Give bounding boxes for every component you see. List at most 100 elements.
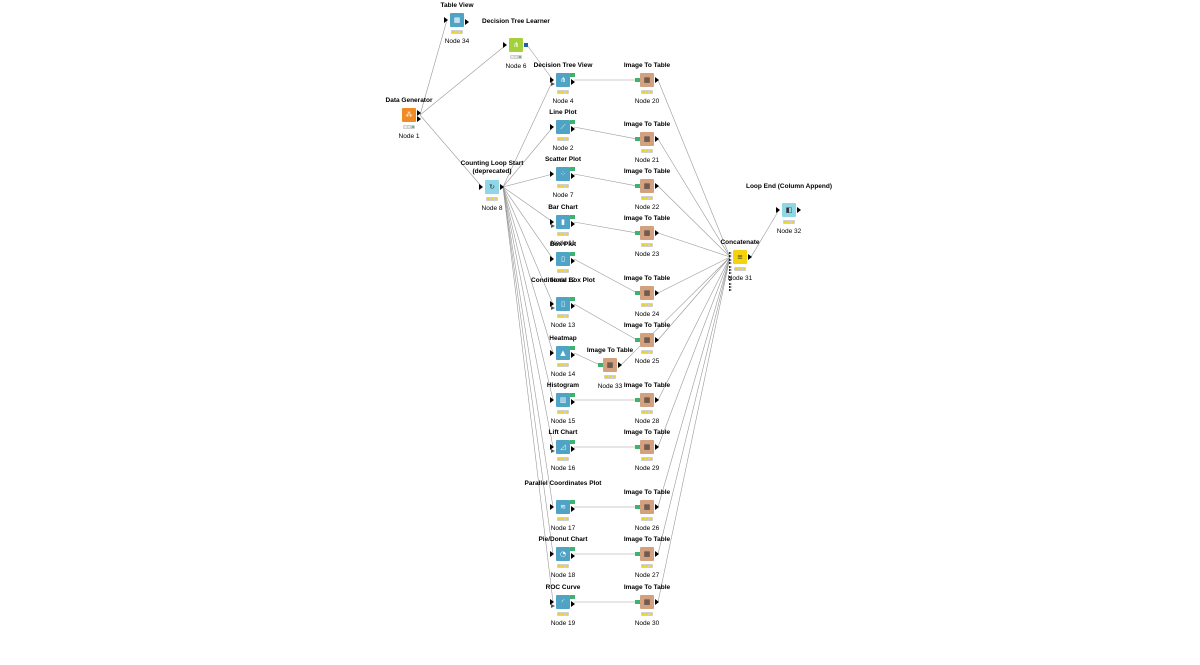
image-output-port[interactable]	[570, 167, 575, 171]
loop-end-node-icon[interactable]: ◧	[782, 203, 796, 217]
table-input-port[interactable]	[776, 207, 780, 213]
table-input-port[interactable]	[479, 184, 483, 190]
table-input-port[interactable]	[550, 350, 554, 356]
workflow-canvas[interactable]	[0, 0, 1200, 630]
image-to-table-node-icon[interactable]: ▦	[640, 595, 654, 609]
connection-n8-n18[interactable]	[502, 186, 554, 555]
image-to-table-node-icon[interactable]: ▦	[640, 226, 654, 240]
table-output-port[interactable]	[655, 77, 659, 83]
image-output-port[interactable]	[570, 547, 575, 551]
connection-n8-n2[interactable]	[502, 126, 554, 188]
workflow-node[interactable]: Parallel Coordinates Plot≋Node 17	[518, 480, 608, 570]
concatenate-input-port[interactable]	[729, 272, 732, 275]
image-input-port[interactable]	[635, 600, 640, 604]
table-output-port[interactable]	[655, 397, 659, 403]
image-input-port[interactable]	[635, 78, 640, 82]
table-output-port[interactable]	[571, 126, 575, 132]
workflow-node[interactable]: Image To Table▦Node 27	[602, 536, 692, 617]
bar-chart-node-icon[interactable]: ▮	[556, 215, 570, 229]
table-input-port[interactable]	[550, 551, 554, 557]
connection-n26-n31[interactable]	[657, 256, 731, 508]
image-output-port[interactable]	[570, 440, 575, 444]
table-output-port[interactable]	[655, 290, 659, 296]
decision-tree-learner-node-icon[interactable]: ⋔	[509, 38, 523, 52]
table-input-port[interactable]	[550, 256, 554, 262]
connection-n27-n31[interactable]	[657, 256, 731, 555]
connection-n29-n31[interactable]	[657, 256, 731, 448]
data-generator-node-icon[interactable]: ⁂	[402, 108, 416, 122]
table-output-port[interactable]	[571, 303, 575, 309]
workflow-node[interactable]: Image To Table▦Node 29	[602, 429, 692, 510]
connection-n1-n34[interactable]	[419, 19, 448, 116]
heatmap-node-icon[interactable]: ▲	[556, 346, 570, 360]
table-output-port[interactable]	[571, 173, 575, 179]
image-to-table-node-icon[interactable]: ▦	[640, 393, 654, 407]
workflow-node[interactable]: Histogram▥Node 15	[518, 382, 608, 463]
table-output-port[interactable]	[655, 599, 659, 605]
table-output-port[interactable]	[655, 504, 659, 510]
connection-n13-n25[interactable]	[573, 303, 638, 341]
connection-n8-n7[interactable]	[502, 173, 554, 188]
table-output-port[interactable]	[655, 337, 659, 343]
connection-n28-n31[interactable]	[657, 256, 731, 401]
table-input-port[interactable]	[550, 219, 554, 225]
connection-n20-n31[interactable]	[657, 79, 731, 258]
connection-n8-n11[interactable]	[502, 186, 554, 223]
workflow-node[interactable]: Counting Loop Start (deprecated)↻Node 8	[447, 160, 537, 250]
table-input-port[interactable]	[550, 171, 554, 177]
table-input-port[interactable]	[503, 42, 507, 48]
concatenate-input-port[interactable]	[729, 255, 732, 258]
connection-n25-n31[interactable]	[657, 256, 731, 341]
table-output-port[interactable]	[571, 446, 575, 452]
workflow-node[interactable]: Image To Table▦Node 24	[602, 275, 692, 356]
table-output-port[interactable]	[655, 444, 659, 450]
connection-n11-n23[interactable]	[573, 221, 638, 234]
connection-n23-n31[interactable]	[657, 232, 731, 258]
image-input-port[interactable]	[635, 505, 640, 509]
concatenate-input-port[interactable]	[729, 265, 732, 268]
concatenate-input-port[interactable]	[729, 262, 732, 265]
line-plot-node-icon[interactable]: ⟋	[556, 120, 570, 134]
concatenate-input-port[interactable]	[729, 252, 732, 254]
connection-n33-n31[interactable]	[620, 256, 731, 366]
image-to-table-node-icon[interactable]: ▦	[640, 547, 654, 561]
image-input-port[interactable]	[635, 291, 640, 295]
concatenate-input-port[interactable]	[729, 286, 732, 288]
roc-curve-node-icon[interactable]: ◜	[556, 595, 570, 609]
table-input-port[interactable]	[444, 17, 448, 23]
table-output-port[interactable]	[797, 207, 801, 213]
concatenate-input-port[interactable]	[729, 275, 732, 278]
concatenate-input-port[interactable]	[729, 289, 732, 292]
concatenate-input-port[interactable]	[729, 269, 732, 271]
image-to-table-node-icon[interactable]: ▦	[640, 286, 654, 300]
lift-chart-node-icon[interactable]: ◿	[556, 440, 570, 454]
table-output-port[interactable]	[655, 230, 659, 236]
workflow-node[interactable]: Decision Tree Learner⋔Node 6	[471, 18, 561, 108]
image-input-port[interactable]	[635, 231, 640, 235]
workflow-node[interactable]: Bar Chart▮Node 11	[518, 204, 608, 285]
image-to-table-node-icon[interactable]: ▦	[640, 440, 654, 454]
image-to-table-node-icon[interactable]: ▦	[640, 179, 654, 193]
workflow-node[interactable]: Data Generator⁂Node 1	[364, 97, 454, 178]
concatenate-input-port[interactable]	[729, 279, 732, 282]
table-output-port[interactable]	[571, 399, 575, 405]
image-input-port[interactable]	[635, 445, 640, 449]
table-output-port[interactable]	[748, 254, 752, 260]
optional-input-port[interactable]	[551, 306, 555, 310]
pie-chart-node-icon[interactable]: ◔	[556, 547, 570, 561]
concatenate-input-port[interactable]	[729, 258, 732, 261]
table-input-port[interactable]	[550, 397, 554, 403]
image-output-port[interactable]	[570, 73, 575, 77]
image-input-port[interactable]	[635, 398, 640, 402]
decision-tree-view-node-icon[interactable]: ⋔	[556, 73, 570, 87]
connection-n12-n24[interactable]	[573, 258, 638, 294]
workflow-node[interactable]: Image To Table▦Node 20	[602, 62, 692, 143]
image-output-port[interactable]	[570, 252, 575, 256]
table-output-port[interactable]	[618, 362, 622, 368]
connection-n8-n16[interactable]	[502, 186, 554, 448]
connection-n30-n31[interactable]	[657, 256, 731, 603]
table-output-port[interactable]	[571, 352, 575, 358]
table-input-port[interactable]	[550, 301, 554, 307]
table-output-port[interactable]	[571, 553, 575, 559]
image-to-table-node-icon[interactable]: ▦	[640, 500, 654, 514]
